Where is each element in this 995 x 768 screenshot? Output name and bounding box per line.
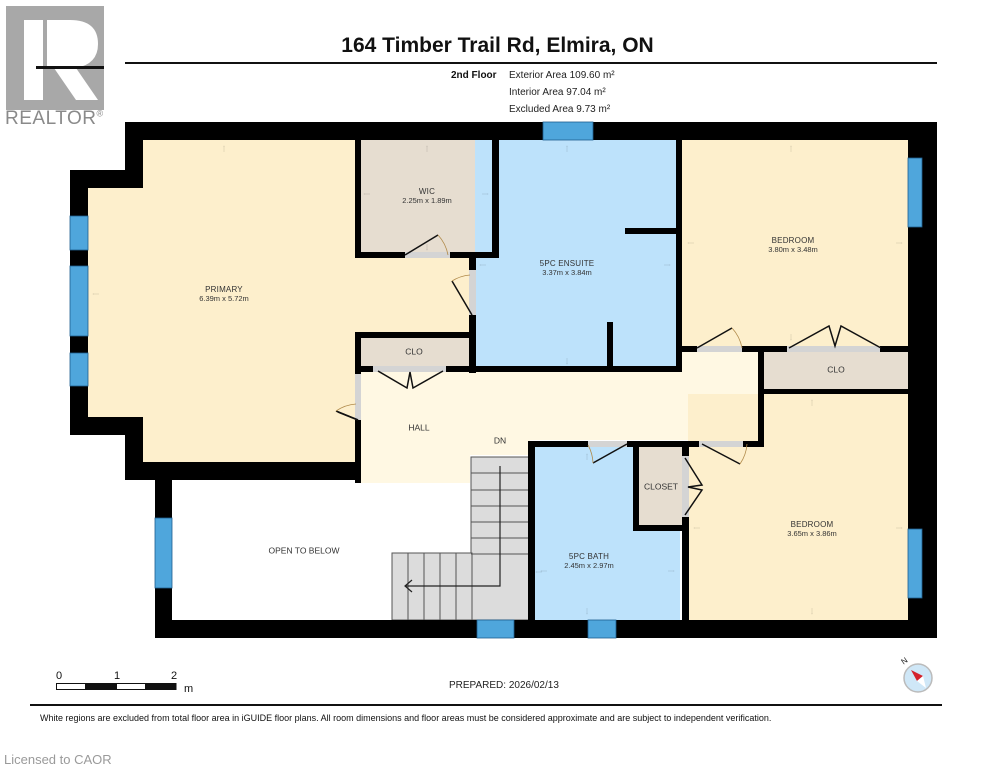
realtor-logo bbox=[6, 6, 104, 110]
scale-label-0: 0 bbox=[56, 670, 63, 682]
realtor-r-icon bbox=[24, 20, 104, 100]
scale-label-1: 1 bbox=[114, 670, 121, 682]
room-hall-floor bbox=[359, 350, 760, 483]
room-ensuite-floor bbox=[475, 140, 676, 368]
realtor-wordmark: REALTOR® bbox=[5, 108, 104, 129]
room-clo-bedroom-floor bbox=[764, 352, 908, 389]
room-bedroom1-floor bbox=[682, 140, 908, 346]
open-to-below-label: OPEN TO BELOW bbox=[268, 545, 340, 556]
excluded-area: Excluded Area 9.73 m² bbox=[509, 104, 611, 115]
room-closet-floor bbox=[639, 447, 682, 525]
room-bedroom2-floor bbox=[688, 394, 908, 620]
scale-bar bbox=[56, 683, 177, 690]
prepared-date: PREPARED: 2026/02/13 bbox=[449, 680, 559, 691]
room-wic-floor bbox=[359, 140, 494, 255]
footer-divider bbox=[30, 704, 942, 706]
windows bbox=[69, 121, 923, 639]
dimension-markers bbox=[92, 145, 903, 615]
room-clo-bedroom-label: CLO bbox=[827, 364, 845, 375]
compass: N bbox=[898, 654, 938, 696]
room-closet-label: CLOSET bbox=[643, 481, 679, 492]
stairs-down-label: DN bbox=[493, 435, 507, 446]
page-title: 164 Timber Trail Rd, Elmira, ON bbox=[341, 34, 654, 57]
compass-north-label: N bbox=[899, 656, 909, 667]
room-primary-floor bbox=[88, 140, 470, 480]
room-hall-label: HALL bbox=[408, 422, 430, 433]
room-clo-primary-floor bbox=[359, 337, 470, 367]
floor-label: 2nd Floor bbox=[451, 70, 497, 81]
scale-unit: m bbox=[184, 683, 194, 695]
scale-label-2: 2 bbox=[171, 670, 178, 682]
compass-icon: N bbox=[899, 656, 933, 693]
disclaimer-text: White regions are excluded from total fl… bbox=[40, 713, 772, 723]
doors bbox=[335, 234, 882, 517]
interior-area: Interior Area 97.04 m² bbox=[509, 87, 606, 98]
license-watermark: Licensed to CAOR bbox=[4, 752, 112, 767]
room-clo-primary-label: CLO bbox=[405, 346, 423, 357]
exterior-area: Exterior Area 109.60 m² bbox=[509, 70, 615, 81]
title-divider bbox=[125, 62, 937, 64]
